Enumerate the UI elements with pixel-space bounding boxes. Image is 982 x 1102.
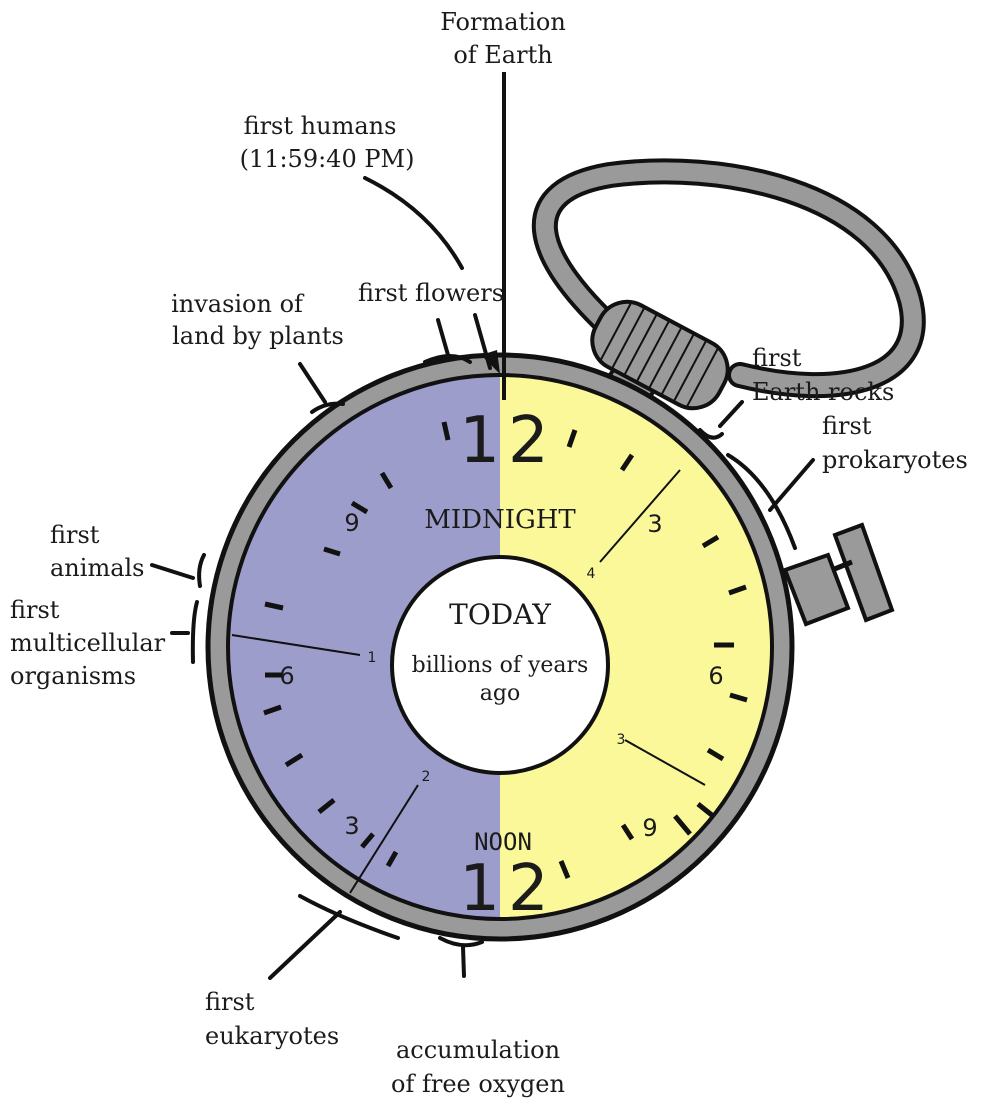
center-text-line2: ago bbox=[480, 681, 520, 706]
hour-12-top-left: 1 bbox=[459, 404, 500, 478]
hour-right-6: 6 bbox=[708, 662, 723, 690]
hour-12-top-right: 2 bbox=[508, 404, 549, 478]
rocks-leader bbox=[720, 402, 742, 426]
prokaryotes-leader bbox=[770, 460, 813, 510]
label-humans-line1: first humans bbox=[244, 112, 397, 140]
label-formation-line2: of Earth bbox=[453, 41, 552, 69]
label-oxygen-line2: of free oxygen bbox=[391, 1070, 565, 1098]
eukaryotes-leader bbox=[270, 912, 340, 978]
label-rocks-line1: first bbox=[752, 344, 802, 372]
hour-12-bottom-left: 1 bbox=[459, 852, 500, 926]
label-formation-line1: Formation bbox=[440, 8, 566, 36]
multicellular-bracket bbox=[193, 602, 197, 662]
scale-label-1: 1 bbox=[368, 650, 377, 666]
stopwatch-button bbox=[785, 525, 892, 624]
humans-leader bbox=[365, 178, 462, 268]
label-eukaryotes-line1: first bbox=[205, 988, 255, 1016]
label-multicellular-line1: first bbox=[10, 596, 60, 624]
label-multicellular-line3: organisms bbox=[10, 662, 136, 690]
label-rocks-line2: Earth rocks bbox=[752, 378, 894, 406]
center-text-line1: billions of years bbox=[412, 653, 589, 678]
label-animals-line1: first bbox=[50, 521, 100, 549]
label-flowers: first flowers bbox=[358, 279, 504, 307]
label-plants-line1: invasion of bbox=[171, 290, 305, 318]
label-oxygen-line1: accumulation bbox=[396, 1036, 560, 1064]
today-label: TODAY bbox=[449, 598, 551, 631]
scale-label-4: 4 bbox=[587, 566, 596, 582]
animals-bracket bbox=[199, 555, 204, 586]
hour-left-6: 6 bbox=[279, 662, 294, 690]
hour-left-3: 3 bbox=[344, 812, 359, 840]
label-humans-line2: (11:59:40 PM) bbox=[240, 145, 415, 173]
plants-leader bbox=[300, 364, 325, 402]
hour-12-bottom-right: 2 bbox=[508, 852, 549, 926]
hour-left-9: 9 bbox=[344, 509, 359, 537]
label-prokaryotes-line2: prokaryotes bbox=[822, 446, 968, 474]
label-animals-line2: animals bbox=[50, 554, 145, 582]
animals-leader bbox=[152, 565, 193, 578]
noon-label: NOON bbox=[474, 828, 532, 856]
oxygen-leader bbox=[463, 947, 464, 976]
hour-right-9: 9 bbox=[642, 814, 657, 842]
scale-label-2: 2 bbox=[422, 769, 431, 785]
label-prokaryotes-line1: first bbox=[822, 412, 872, 440]
label-plants-line2: land by plants bbox=[172, 322, 344, 350]
label-eukaryotes-line2: eukaryotes bbox=[205, 1022, 339, 1050]
label-multicellular-line2: multicellular bbox=[10, 629, 166, 657]
midnight-label: MIDNIGHT bbox=[424, 505, 576, 535]
scale-label-3: 3 bbox=[617, 732, 626, 748]
hour-right-3: 3 bbox=[647, 510, 662, 538]
